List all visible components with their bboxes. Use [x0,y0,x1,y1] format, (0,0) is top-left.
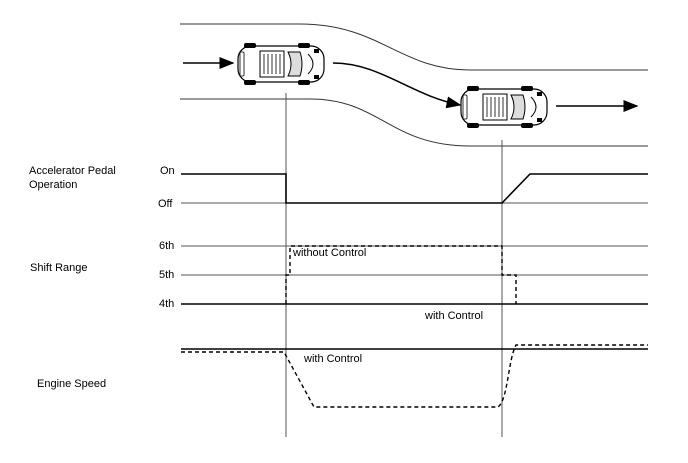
accelerator-row-label-line1: Accelerator Pedal [29,165,116,177]
vehicle-path-arrow [332,62,462,109]
car-icon [460,85,548,129]
accelerator-level-off: Off [158,198,173,210]
shift-level-6th: 6th [159,240,174,252]
accelerator-level-on: On [160,165,175,177]
road-lower-edge [180,98,648,147]
shift-without-control-annotation: without Control [292,247,366,259]
accelerator-row-label-line2: Operation [29,179,77,191]
engine-without-control-line [181,344,648,408]
car-icon [237,42,325,86]
road [180,23,648,147]
shift-with-control-annotation: with Control [424,310,483,322]
engine-row-label: Engine Speed [37,378,106,390]
road-upper-edge [180,23,648,71]
engine-with-control-annotation: with Control [303,353,362,365]
accelerator-signal-line [181,173,648,204]
shift-level-4th: 4th [159,298,174,310]
shift-level-5th: 5th [159,269,174,281]
shift-row-label: Shift Range [30,262,87,274]
shift-without-control-line [285,245,517,304]
